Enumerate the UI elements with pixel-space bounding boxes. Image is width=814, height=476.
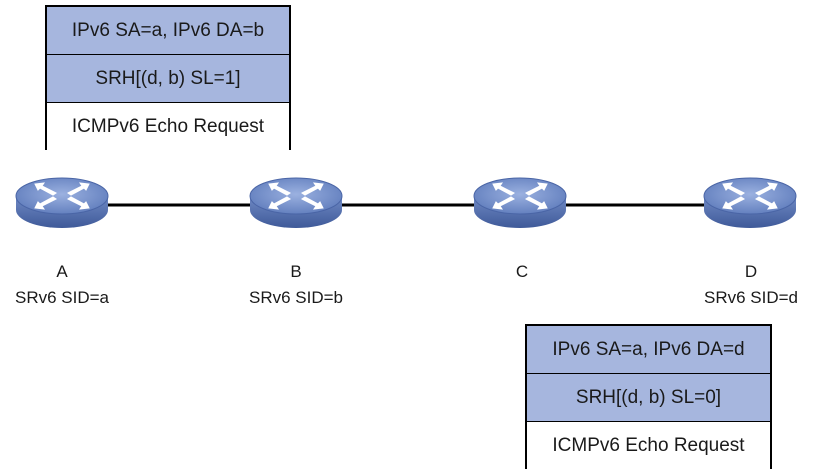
- payload: ICMPv6 Echo Request: [47, 103, 289, 151]
- packet-to-d: IPv6 SA=a, IPv6 DA=d SRH[(d, b) SL=0] IC…: [525, 324, 772, 470]
- node-label-b: B: [290, 262, 302, 281]
- node-label-d: D: [744, 262, 758, 281]
- srh-header: SRH[(d, b) SL=0]: [527, 374, 770, 422]
- node-sid-b: SRv6 SID=b: [248, 288, 344, 307]
- router-icon: [249, 177, 343, 229]
- srh-header: SRH[(d, b) SL=1]: [47, 55, 289, 103]
- router-icon: [15, 177, 109, 229]
- router-icon: [473, 177, 567, 229]
- ipv6-header: IPv6 SA=a, IPv6 DA=b: [47, 7, 289, 55]
- node-label-c: C: [515, 262, 529, 281]
- router-icon: [703, 177, 797, 229]
- payload: ICMPv6 Echo Request: [527, 422, 770, 470]
- node-sid-d: SRv6 SID=d: [703, 288, 799, 307]
- node-sid-a: SRv6 SID=a: [14, 288, 110, 307]
- packet-a-to-b: IPv6 SA=a, IPv6 DA=b SRH[(d, b) SL=1] IC…: [45, 5, 291, 151]
- node-label-a: A: [56, 262, 68, 281]
- ipv6-header: IPv6 SA=a, IPv6 DA=d: [527, 326, 770, 374]
